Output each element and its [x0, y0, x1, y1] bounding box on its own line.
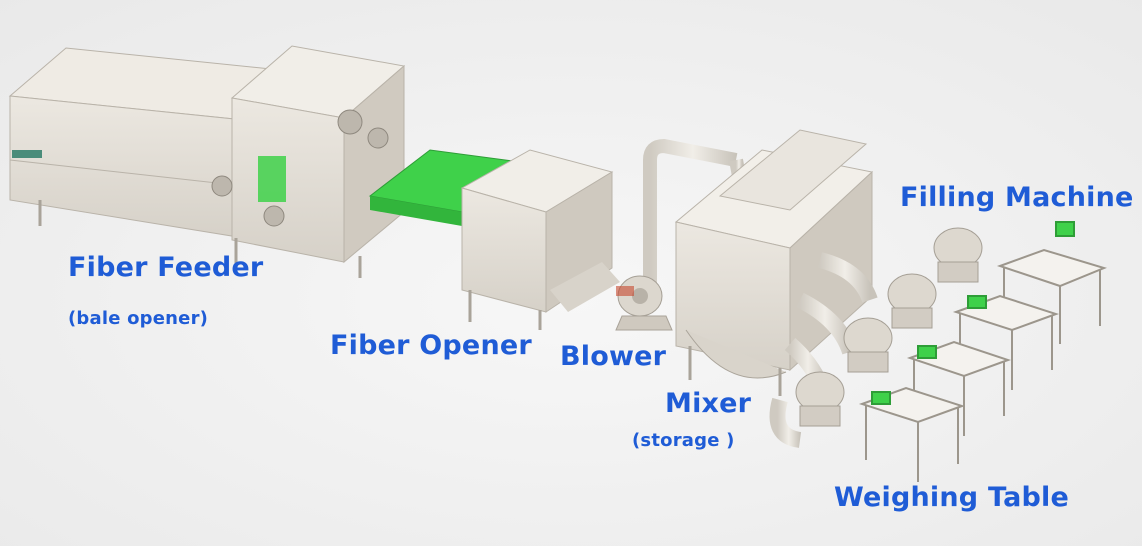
- filling-machine-unit: [887, 273, 937, 329]
- mixer-sublabel: (storage ): [632, 430, 735, 451]
- mixer-label: Mixer: [665, 388, 752, 419]
- weighing-tables: [858, 221, 1107, 482]
- fiber-feeder-sublabel: (bale opener): [68, 308, 209, 329]
- filling-machine-unit: [843, 317, 893, 373]
- fiber-feeder-machine: [8, 45, 406, 278]
- weighing-table-unit: [906, 340, 1012, 436]
- weighing-table-label: Weighing Table: [834, 482, 1069, 513]
- filling-machine-label: Filling Machine: [900, 182, 1134, 213]
- blower-label: Blower: [560, 341, 667, 372]
- weighing-table-unit: [996, 221, 1107, 344]
- filling-machines: [795, 227, 983, 427]
- fiber-feeder-label: Fiber Feeder: [68, 252, 264, 283]
- weighing-table-unit: [952, 294, 1060, 390]
- fiber-opener-machine: [368, 149, 620, 330]
- filling-machine-unit: [933, 227, 983, 283]
- weighing-table-unit: [858, 386, 966, 482]
- fiber-opener-label: Fiber Opener: [330, 330, 532, 361]
- filling-machine-unit: [795, 371, 845, 427]
